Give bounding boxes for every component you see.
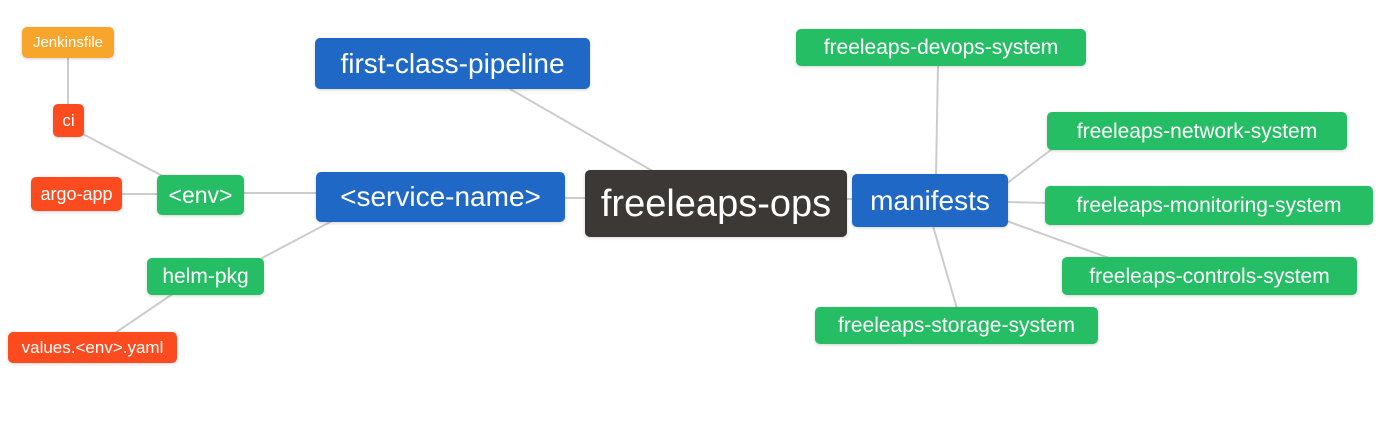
node-freeleaps-storage-system[interactable]: freeleaps-storage-system bbox=[815, 307, 1098, 344]
edge-manifests-to-freeleaps-controls-system bbox=[1006, 220, 1121, 263]
node-freeleaps-network-system[interactable]: freeleaps-network-system bbox=[1047, 112, 1347, 150]
edge-first-class-pipeline-to-freeleaps-ops bbox=[509, 88, 657, 174]
node-freeleaps-devops-system[interactable]: freeleaps-devops-system bbox=[796, 29, 1086, 66]
edge-manifests-to-freeleaps-monitoring-system bbox=[1006, 201, 1051, 204]
node-helm-pkg[interactable]: helm-pkg bbox=[147, 258, 264, 295]
node-jenkinsfile[interactable]: Jenkinsfile bbox=[22, 27, 114, 58]
node-manifests[interactable]: manifests bbox=[852, 174, 1008, 227]
node-ci[interactable]: ci bbox=[53, 104, 84, 137]
node-freeleaps-ops[interactable]: freeleaps-ops bbox=[585, 170, 847, 237]
edge-manifests-to-freeleaps-network-system bbox=[1005, 145, 1057, 185]
edge-manifests-to-freeleaps-devops-system bbox=[935, 63, 939, 177]
edge-manifests-to-freeleaps-storage-system bbox=[932, 225, 959, 313]
node-service-name[interactable]: <service-name> bbox=[316, 172, 565, 222]
node-env[interactable]: <env> bbox=[157, 175, 244, 215]
node-freeleaps-controls-system[interactable]: freeleaps-controls-system bbox=[1062, 257, 1357, 295]
edge-helm-pkg-to-service-name bbox=[261, 219, 335, 259]
node-first-class-pipeline[interactable]: first-class-pipeline bbox=[315, 38, 590, 89]
node-freeleaps-monitoring-system[interactable]: freeleaps-monitoring-system bbox=[1045, 186, 1373, 225]
node-argo-app[interactable]: argo-app bbox=[31, 177, 122, 211]
node-values-env-yaml[interactable]: values.<env>.yaml bbox=[8, 332, 177, 363]
edge-values-env-yaml-to-helm-pkg bbox=[114, 292, 175, 334]
